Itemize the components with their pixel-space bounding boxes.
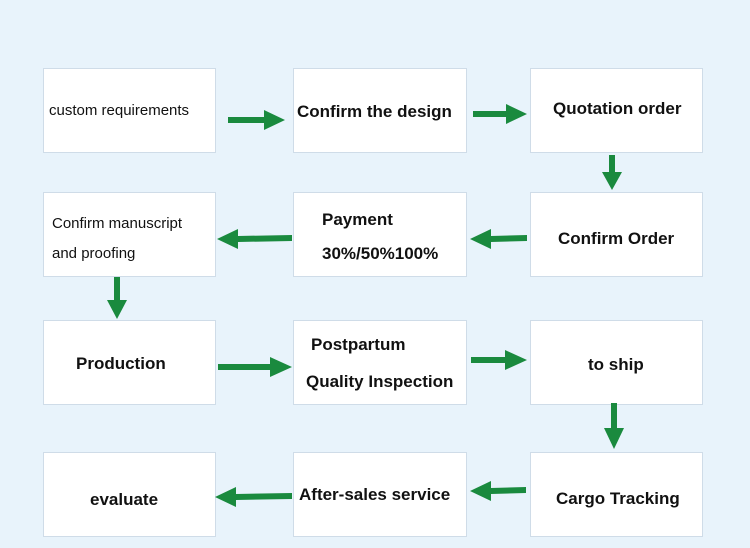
arrow-down-2 xyxy=(107,277,127,319)
step-custom-requirements xyxy=(43,68,216,153)
production-label: Production xyxy=(76,354,166,373)
to-ship-label: to ship xyxy=(588,355,644,374)
step-quality-inspection xyxy=(293,320,467,405)
step-quotation-order xyxy=(530,68,703,153)
payment-label: Payment xyxy=(322,210,393,229)
evaluate-label: evaluate xyxy=(90,490,159,509)
confirm-manuscript-label-line1: Confirm manuscript xyxy=(52,215,183,232)
arrow-down-3 xyxy=(604,403,624,449)
arrow-left-1 xyxy=(470,229,527,249)
payment-terms-label: 30%/50%100% xyxy=(322,244,439,263)
step-confirm-design xyxy=(293,68,467,153)
step-production xyxy=(43,320,216,405)
step-confirm-order xyxy=(530,192,703,277)
after-sales-label: After-sales service xyxy=(299,485,451,504)
arrow-group xyxy=(107,104,624,507)
arrow-down-1 xyxy=(602,155,622,190)
step-confirm-manuscript xyxy=(43,192,216,277)
step-cargo-tracking xyxy=(530,452,703,537)
step-to-ship xyxy=(530,320,703,405)
arrow-left-4 xyxy=(215,487,292,507)
custom-requirements-label: custom requirements xyxy=(49,102,190,119)
step-payment xyxy=(293,192,467,277)
arrow-left-3 xyxy=(470,481,526,501)
arrow-right-2 xyxy=(473,104,527,124)
step-evaluate xyxy=(43,452,216,537)
arrow-right-3 xyxy=(218,357,292,377)
arrow-left-2 xyxy=(217,229,292,249)
arrow-right-4 xyxy=(471,350,527,370)
confirm-manuscript-label-line2: and proofing xyxy=(52,245,136,262)
step-after-sales xyxy=(293,452,467,537)
quality-inspection-label: Quality Inspection xyxy=(306,372,454,391)
quotation-order-label: Quotation order xyxy=(553,99,682,118)
postpartum-label: Postpartum xyxy=(311,335,406,354)
confirm-design-label: Confirm the design xyxy=(297,102,452,121)
cargo-tracking-label: Cargo Tracking xyxy=(556,489,680,508)
confirm-order-label: Confirm Order xyxy=(558,229,675,248)
arrow-right-1 xyxy=(228,110,285,130)
